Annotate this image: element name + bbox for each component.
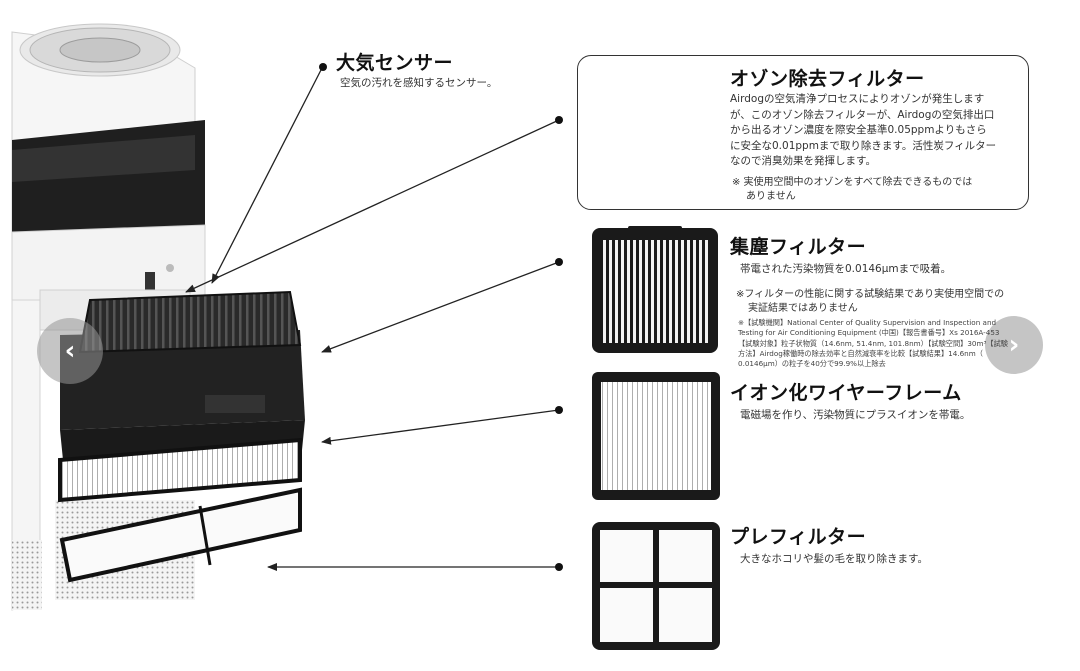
next-button[interactable]: › bbox=[985, 316, 1043, 374]
chevron-right-icon: › bbox=[1008, 330, 1020, 360]
ozone-desc-line: Airdogの空気清浄プロセスによりオゾンが発生します bbox=[730, 93, 985, 105]
collector-filter-image bbox=[592, 226, 718, 353]
ozone-desc-line: に安全な0.01ppmまで取り除きます。活性炭フィルター bbox=[730, 139, 997, 152]
collector-test-line: ※【試験機関】National Center of Quality Superv… bbox=[738, 318, 997, 327]
leader-dots bbox=[319, 63, 563, 571]
ion-frame-image bbox=[592, 372, 720, 500]
ozone-note: ※ 実使用空間中のオゾンをすべて除去できるものでは ありません bbox=[732, 176, 1024, 204]
prev-button[interactable]: ‹ bbox=[37, 318, 103, 384]
ozone-leader bbox=[185, 119, 560, 293]
collector-test-line: 方法】Airdog稼働時の除去効率と自然減衰率を比較【試験結果】14.6nm（ bbox=[738, 348, 983, 358]
ozone-description: Airdogの空気清浄プロセスによりオゾンが発生します が、このオゾン除去フィル… bbox=[730, 92, 1025, 170]
collector-test-line: 0.0146μm）の粒子を40分で99.9%以上除去 bbox=[738, 359, 886, 369]
collector-leader bbox=[321, 261, 560, 353]
ozone-desc-line: が、このオゾン除去フィルターが、Airdogの空気排出口 bbox=[730, 108, 995, 121]
collector-title: 集塵フィルター bbox=[730, 236, 867, 258]
ozone-desc-line: なので消臭効果を発揮します。 bbox=[730, 155, 876, 167]
ozone-title: オゾン除去フィルター bbox=[730, 68, 925, 90]
leader-lines bbox=[185, 67, 560, 571]
collector-test-line: Testing for Air Conditioning Equipment (… bbox=[738, 328, 1000, 338]
chevron-left-icon: ‹ bbox=[64, 336, 76, 366]
sensor-title: 大気センサー bbox=[336, 52, 454, 74]
prefilter-description: 大きなホコリや髪の毛を取り除きます。 bbox=[740, 553, 928, 565]
collector-note: ※フィルターの性能に関する試験結果であり実使用空間での 実証結果ではありません bbox=[736, 288, 1036, 316]
collector-test-details: ※【試験機関】National Center of Quality Superv… bbox=[738, 318, 1023, 369]
ozone-note-line: ※ 実使用空間中のオゾンをすべて除去できるものでは bbox=[732, 177, 973, 188]
prefilter-title: プレフィルター bbox=[730, 526, 867, 548]
prefilter-image bbox=[592, 522, 720, 650]
sensor-description: 空気の汚れを感知するセンサー。 bbox=[340, 77, 498, 89]
sensor-leader bbox=[211, 67, 323, 284]
collector-description: 帯電された汚染物質を0.0146μmまで吸着。 bbox=[740, 263, 952, 275]
collector-note-line: ※フィルターの性能に関する試験結果であり実使用空間での bbox=[736, 289, 1005, 300]
collector-test-line: 【試験対象】粒子状物質（14.6nm, 51.4nm, 101.8nm）【試験空… bbox=[738, 338, 1008, 348]
device-ion-tray bbox=[58, 437, 302, 503]
ozone-note-line: ありません bbox=[746, 191, 796, 202]
device-prefilter-tray bbox=[59, 487, 302, 583]
collector-note-line: 実証結果ではありません bbox=[748, 303, 858, 314]
ozone-filter-card bbox=[577, 55, 1029, 210]
ozone-desc-line: から出るオゾン濃度を際安全基準0.05ppmよりもさら bbox=[730, 124, 987, 136]
ion-title: イオン化ワイヤーフレーム bbox=[730, 382, 962, 404]
ion-leader bbox=[321, 409, 560, 445]
ion-description: 電磁場を作り、汚染物質にプラスイオンを帯電。 bbox=[740, 409, 971, 421]
